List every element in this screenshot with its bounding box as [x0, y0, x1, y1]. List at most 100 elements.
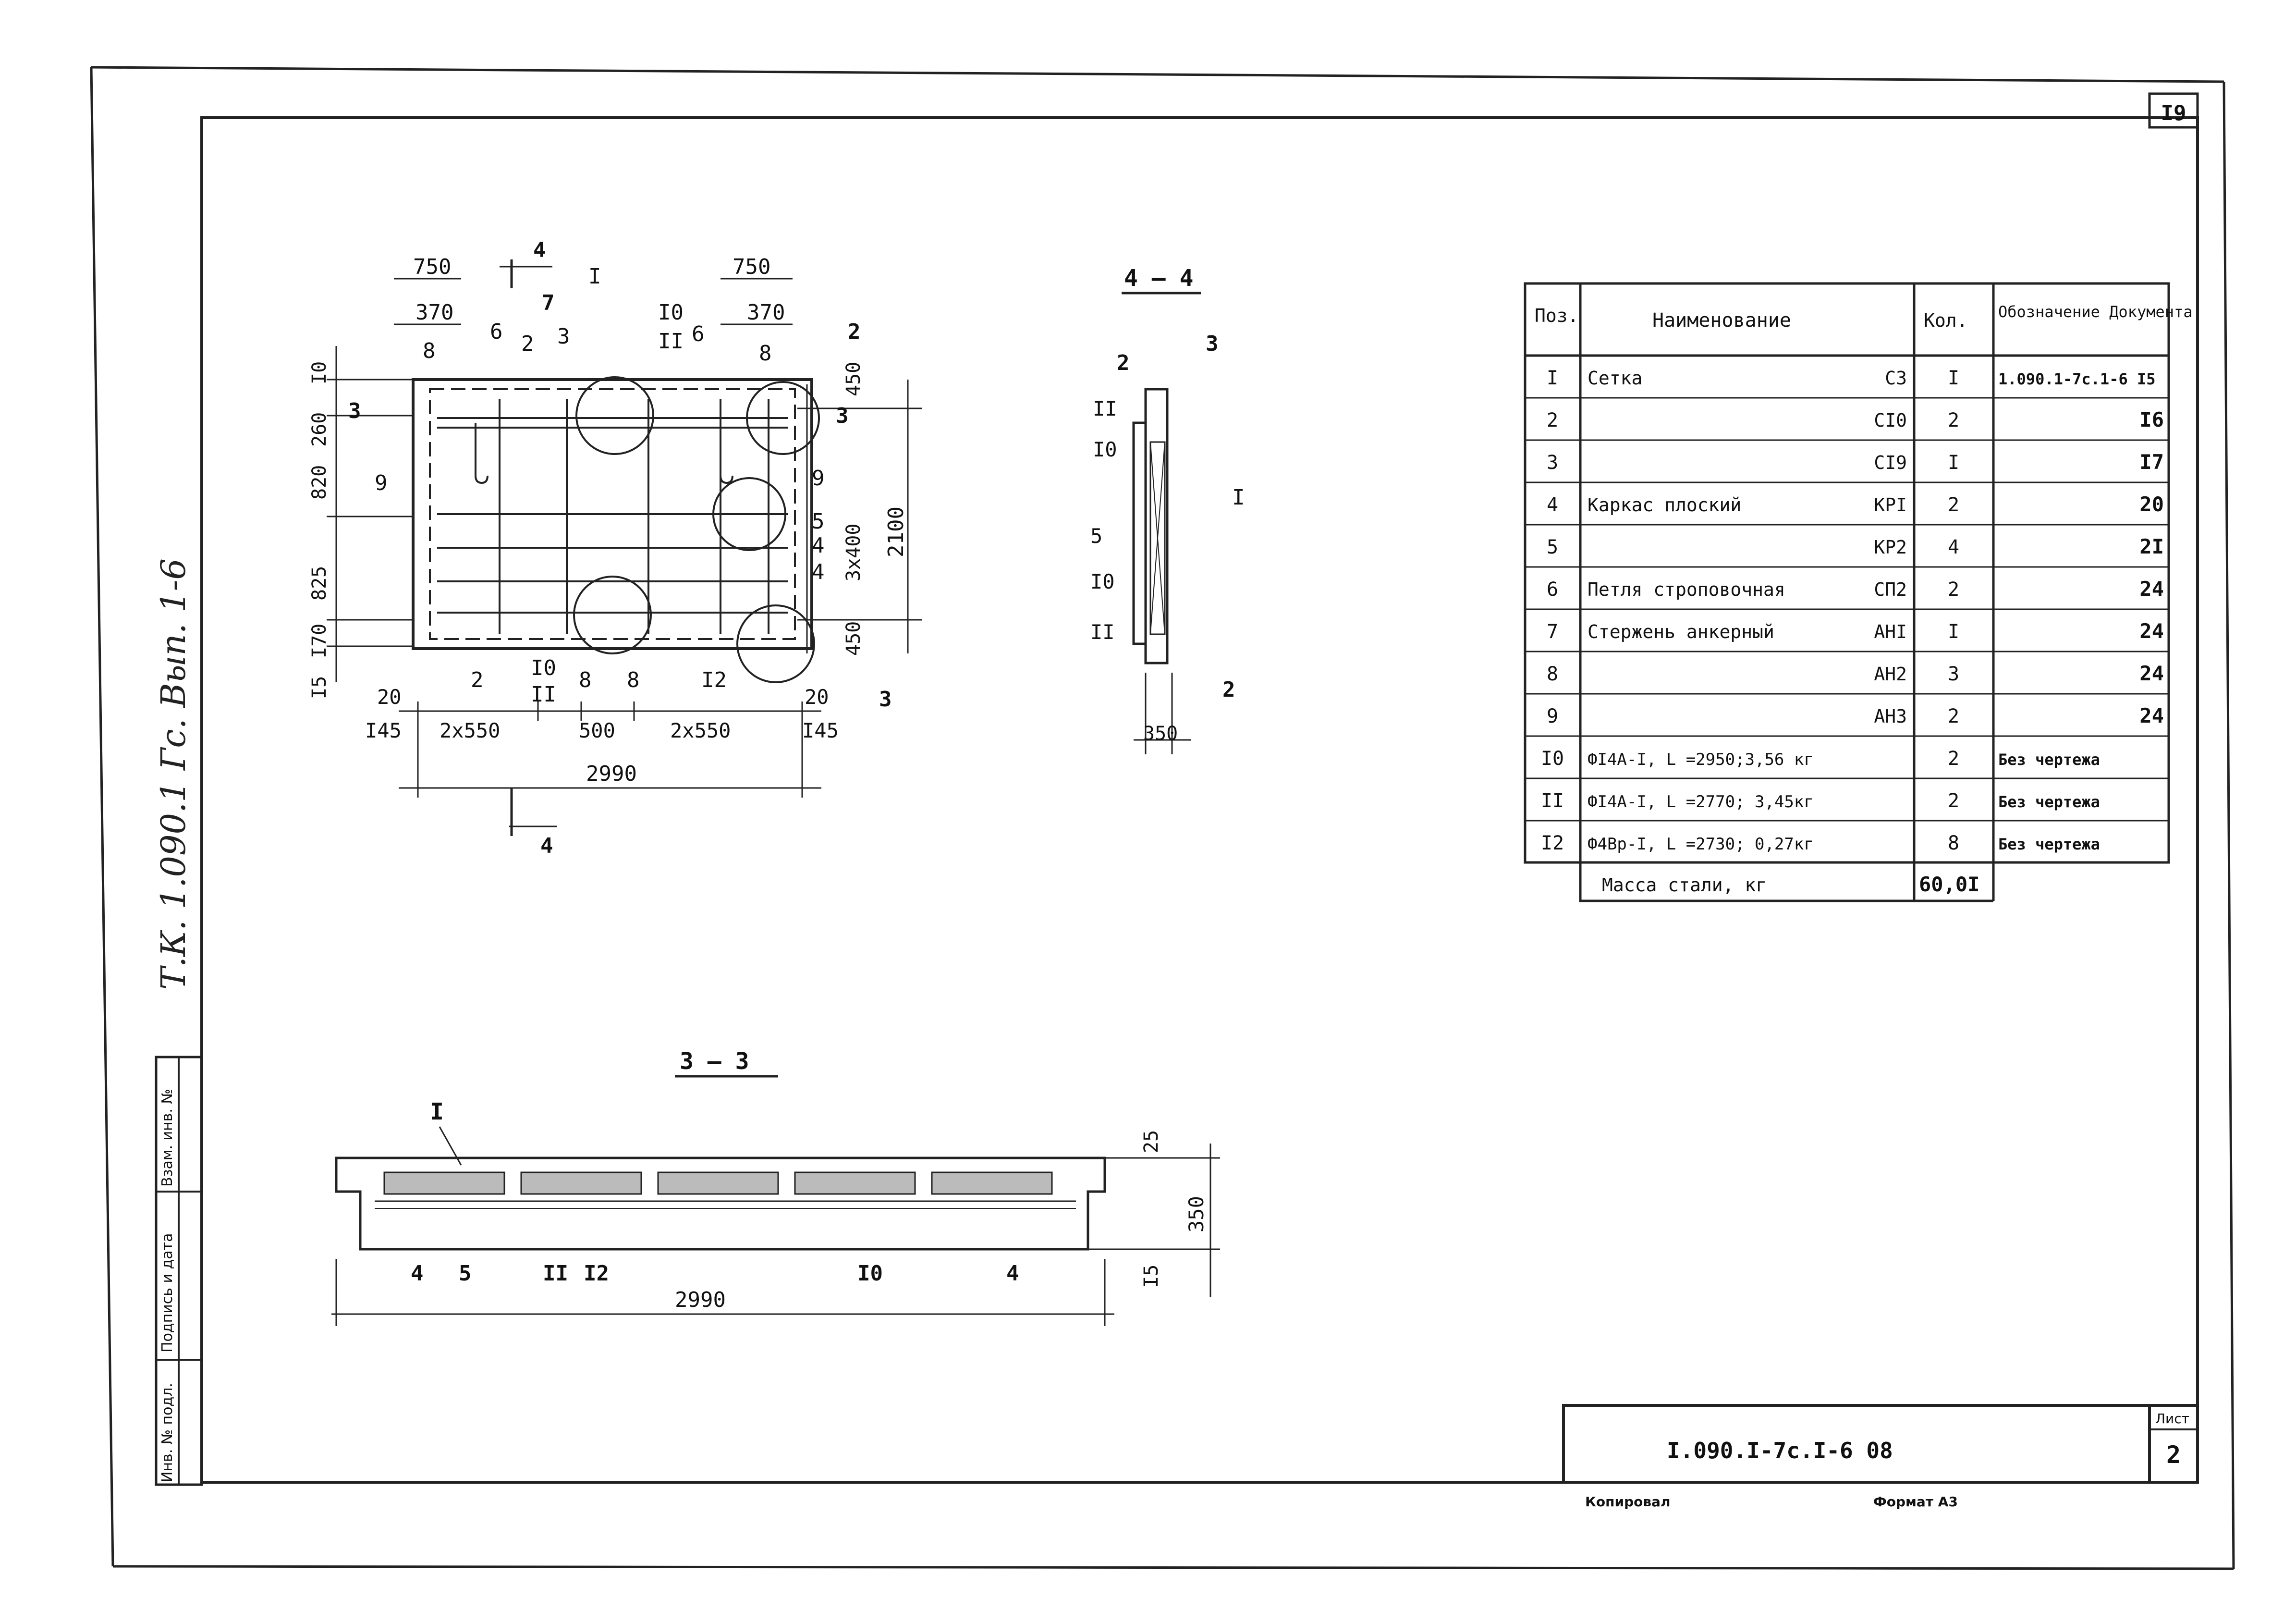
section-3-3: 3 – 3 I 25 350 I5 2990 4 5 II	[331, 1048, 1220, 1326]
spec-cell-code: КРI	[1874, 494, 1907, 516]
spec-cell-doc: 24	[2139, 662, 2164, 685]
mark-1: I	[588, 264, 601, 289]
top-sheet-number: I9	[2161, 101, 2186, 125]
title-block-code: I.090.I-7с.I-6 08	[1667, 1438, 1893, 1464]
side-handwritten-note: Т.К. 1.090.1 Гс. Вып. 1-6	[154, 558, 193, 990]
s33-dim-total-2990: 2990	[675, 1288, 726, 1312]
spec-cell-code: СI9	[1874, 452, 1907, 473]
spec-header-doc-text: Обозначение Документа	[1998, 303, 2193, 321]
dim-left-820: 820	[308, 465, 330, 500]
dim-left-10: I0	[308, 361, 330, 384]
s33-dim-350: 350	[1185, 1196, 1208, 1232]
spec-cell-name: Сетка	[1588, 368, 1642, 389]
s44-mark-11-bottom: II	[1090, 620, 1115, 644]
mark-2-bottom: 2	[471, 668, 484, 692]
mark-11-bottom: II	[531, 682, 556, 707]
plan-labels: 4 4 750 750 370 370 I0 260 820 825 I70 I…	[308, 238, 908, 858]
dim-bottom-20-left: 20	[377, 685, 402, 709]
spec-mass-value: 60,0I	[1919, 873, 1979, 896]
spec-header-pos: Поз.	[1535, 305, 1579, 326]
mark-7: 7	[542, 291, 555, 315]
spec-cell-qty: I	[1948, 367, 1959, 389]
spec-cell-pos: 6	[1547, 578, 1558, 601]
dim-left-170: I70	[308, 624, 330, 658]
spec-cell-code: АН2	[1874, 664, 1907, 685]
dim-right-3x400: 3х400	[843, 524, 865, 581]
spec-cell-qty: I	[1948, 452, 1959, 474]
s44-dim-350: 350	[1143, 723, 1178, 745]
spec-cell-code: КР2	[1874, 537, 1907, 558]
spec-header-doc: Обозначение Документа	[1998, 303, 2193, 321]
spec-cell-name: ФI4А-I, L =2770; 3,45кг	[1588, 792, 1814, 812]
stamp-signature-date: Подпись и дата	[159, 1233, 176, 1353]
plan-view	[412, 376, 820, 683]
mark-6-left: 6	[490, 320, 503, 344]
spec-cell-pos: 2	[1547, 409, 1558, 431]
dim-bottom-500: 500	[579, 719, 615, 742]
s33-mark-1: I	[430, 1098, 444, 1125]
dim-750-right: 750	[733, 255, 770, 279]
section-4-4-title: 4 – 4	[1124, 265, 1194, 292]
dim-left-260: 260	[308, 412, 330, 447]
spec-cell-doc: I7	[2139, 450, 2164, 474]
spec-cell-qty: 2	[1948, 578, 1959, 601]
plan-section-mark-top: 4	[533, 238, 546, 262]
spec-cell-doc: Без чертежа	[1998, 750, 2100, 769]
mark-8-top-right: 8	[759, 341, 772, 366]
spec-cell-qty: 2	[1948, 409, 1959, 431]
s44-mark-2: 2	[1117, 351, 1130, 375]
spec-cell-qty: I	[1948, 621, 1959, 643]
spec-cell-qty: 2	[1948, 705, 1959, 727]
s44-mark-5: 5	[1090, 524, 1102, 548]
spec-cell-code: АН3	[1874, 706, 1907, 727]
mark-3-left: 3	[348, 399, 361, 423]
spec-cell-doc: 24	[2139, 577, 2164, 601]
spec-cell-qty: 4	[1948, 536, 1959, 558]
mark-2-top-right: 2	[848, 320, 861, 344]
mark-10-top: I0	[658, 300, 684, 325]
spec-cell-pos: I0	[1541, 748, 1564, 770]
spec-cell-pos: 3	[1547, 452, 1558, 474]
title-block: I.090.I-7с.I-6 08 Лист 2	[1562, 1404, 2199, 1484]
s44-mark-2-bottom: 2	[1222, 677, 1235, 702]
spec-cell-code: СП2	[1874, 579, 1907, 600]
dim-right-2100: 2100	[884, 506, 908, 557]
dim-left-15: I5	[308, 676, 330, 699]
mark-3-right: 3	[836, 404, 849, 428]
spec-mass-label: Масса стали, кг	[1602, 874, 1767, 896]
section-4-4: 4 – 4 2 3 II I0 I 5 I0 II 2 350	[1090, 265, 1245, 754]
s44-mark-10-bottom: I0	[1090, 570, 1115, 593]
spec-cell-pos: I2	[1541, 832, 1564, 854]
spec-cell-code: АНI	[1874, 621, 1907, 642]
mark-3-bottom: 3	[879, 687, 892, 712]
s44-mark-1: I	[1232, 485, 1245, 510]
spec-cell-doc: 24	[2139, 619, 2164, 643]
spec-cell-qty: 2	[1948, 748, 1959, 770]
s44-mark-11-top: II	[1093, 397, 1117, 420]
s33-mark-5: 5	[459, 1261, 472, 1286]
mark-11-top: II	[658, 329, 684, 354]
spec-cell-name: ФI4А-I, L =2950;3,56 кг	[1588, 750, 1814, 769]
spec-cell-doc: Без чертежа	[1998, 793, 2100, 811]
s33-dim-25: 25	[1140, 1130, 1162, 1153]
dim-370-left: 370	[415, 300, 453, 325]
spec-table: Поз. Наименование Кол. Обозначение Докум…	[1524, 282, 2193, 902]
mark-8-top-left: 8	[423, 339, 436, 363]
spec-cell-qty: 3	[1948, 663, 1959, 685]
spec-cell-name: Стержень анкерный	[1588, 621, 1774, 642]
s33-mark-4-left: 4	[411, 1261, 424, 1286]
mark-12-bottom: I2	[701, 668, 727, 692]
mark-9-left: 9	[375, 471, 388, 495]
spec-cell-pos: 7	[1547, 621, 1558, 643]
top-sheet-number-box: I9	[2148, 92, 2199, 129]
mark-4-a: 4	[812, 533, 825, 558]
mark-5: 5	[812, 509, 825, 534]
footer-copied: Копировал	[1585, 1494, 1671, 1510]
mark-9-right: 9	[812, 466, 825, 491]
title-block-sheet-number: 2	[2166, 1441, 2181, 1469]
s33-mesh-panels	[383, 1171, 1053, 1195]
spec-cell-doc: 20	[2139, 492, 2164, 516]
spec-cell-doc: 24	[2139, 704, 2164, 727]
s33-mark-11: II	[543, 1261, 568, 1286]
